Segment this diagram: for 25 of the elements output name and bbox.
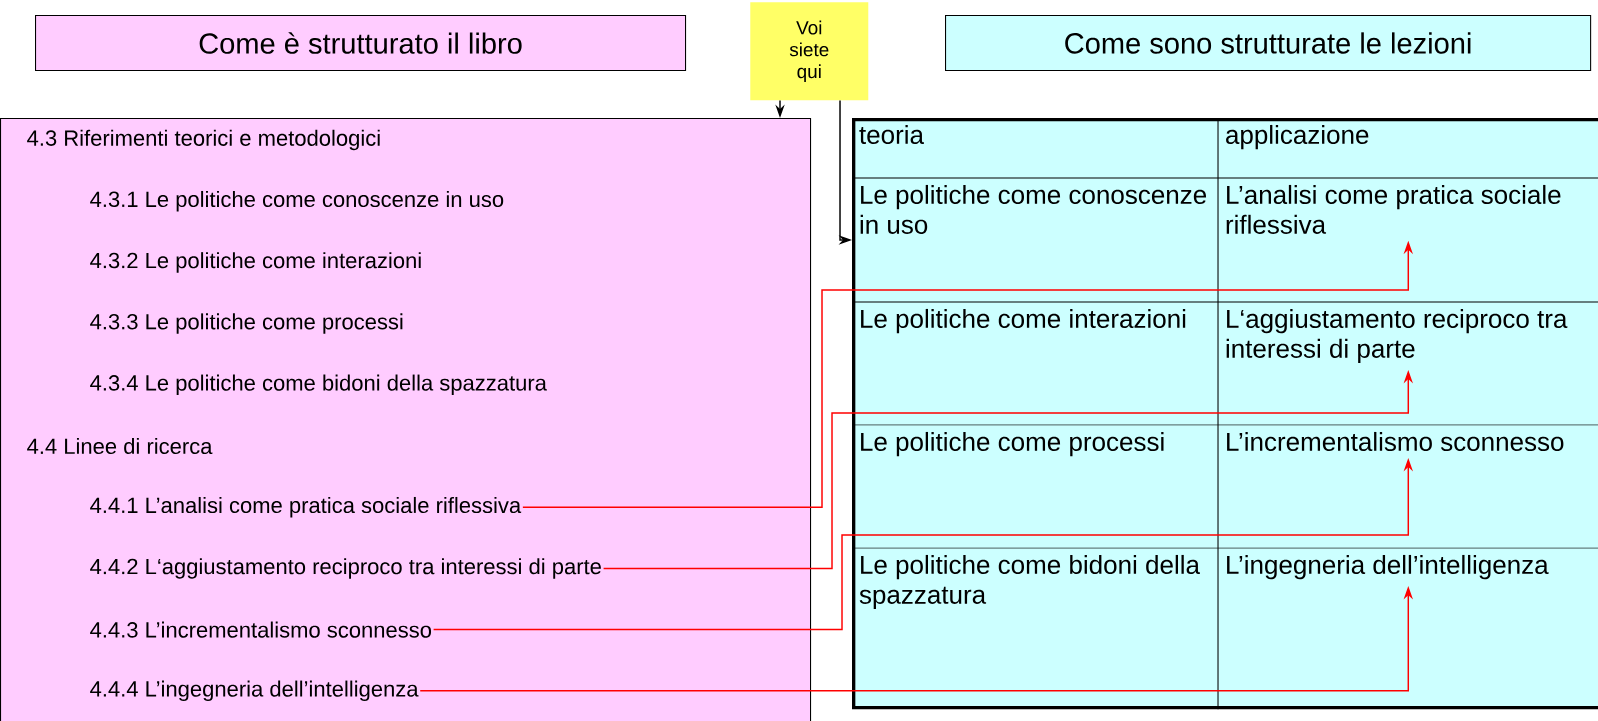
table-cell: teoria <box>859 124 924 145</box>
list-item: 4.3 Riferimenti teorici e metodologici <box>27 129 380 151</box>
list-item: 4.4.3 L’incrementalismo sconnesso <box>90 621 432 638</box>
list-item: 4.4.1 L’analisi come pratica sociale riflessiva <box>90 496 522 518</box>
list-item: 4.3.2 Le politiche come interazioni <box>90 252 421 273</box>
note-box: Voi siete qui <box>750 2 869 101</box>
list-item: 4.4.2 L‘aggiustamento reciproco tra interessi di parte <box>90 558 601 579</box>
table-cell: L‘aggiustamento reciproco tra interessi di parte <box>1226 308 1568 364</box>
list-item: 4.4.4 L’ingegneria dell’intelligenza <box>90 680 419 702</box>
table-cell: L’analisi come pratica sociale riflessiva <box>1226 184 1561 234</box>
title-box: Come sono strutturate le lezioni <box>945 15 1592 71</box>
table-background <box>851 117 1598 710</box>
list-item: 4.3.1 Le politiche come conoscenze in uso <box>90 190 504 212</box>
table-cell: L’ingegneria dell’intelligenza <box>1227 554 1549 580</box>
table-cell: L’incrementalismo sconnesso <box>1227 431 1564 452</box>
panel-background <box>0 118 812 721</box>
list-item: 4.4 Linee di ricerca <box>27 437 213 455</box>
list-item: 4.3.4 Le politiche come bidoni della spazzatura <box>90 374 547 396</box>
table-cell: Le politiche come interazioni <box>861 308 1186 334</box>
title-box: Come è strutturato il libro <box>35 15 687 71</box>
table-cell: Le politiche come processi <box>861 431 1164 457</box>
table-cell: Le politiche come conoscenze in uso <box>860 184 1207 234</box>
list-item: 4.3.3 Le politiche come processi <box>90 313 403 334</box>
table-cell: applicazione <box>1226 124 1369 150</box>
table-cell: Le politiche come bidoni della spazzatura <box>859 554 1200 610</box>
